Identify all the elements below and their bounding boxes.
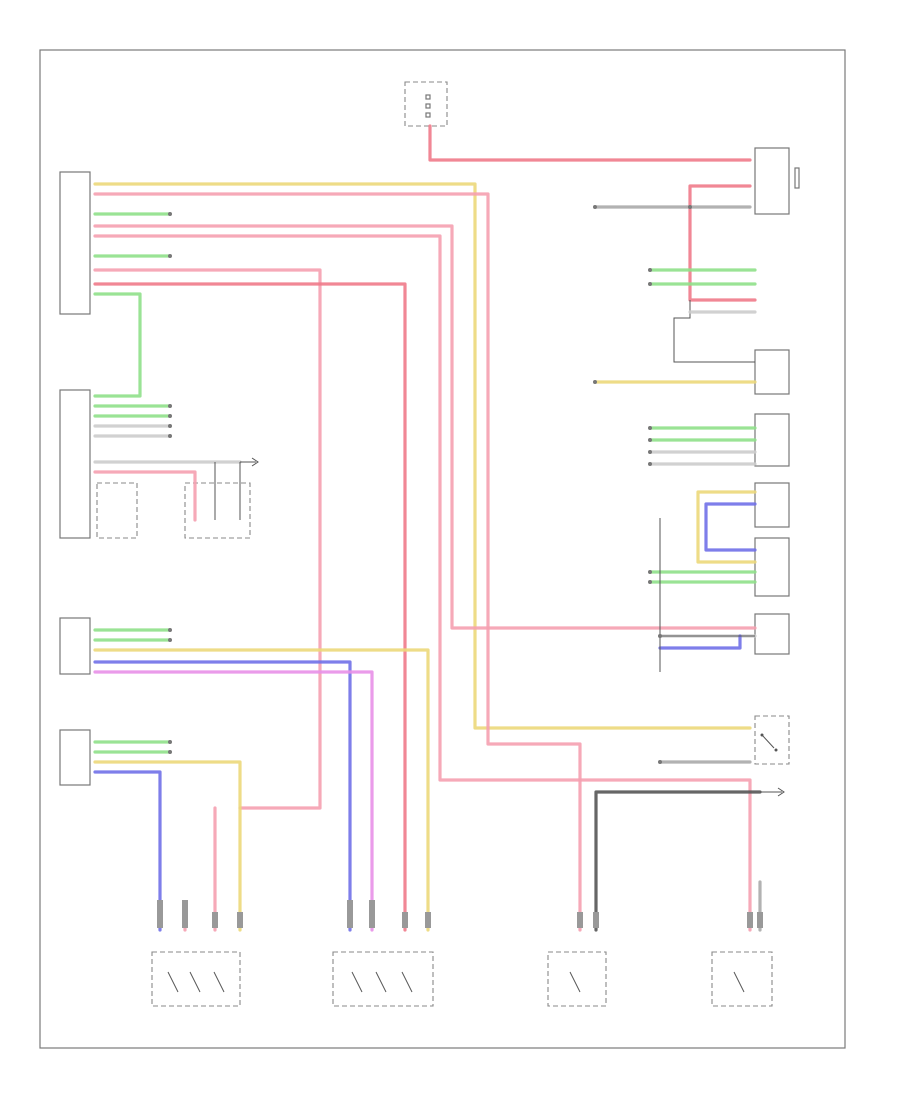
arrow-right-feed bbox=[240, 457, 259, 467]
wire-red-e bbox=[93, 282, 407, 932]
mid-relay-top bbox=[754, 349, 790, 395]
wire-blue-rd4 bbox=[93, 770, 162, 932]
wire-yellow-rd3 bbox=[93, 760, 242, 932]
door-switch-lf bbox=[151, 951, 241, 1007]
diagram-frame bbox=[39, 49, 846, 1049]
dimmer-module bbox=[59, 617, 91, 675]
arrow-rear-ground bbox=[760, 787, 785, 797]
wire-blue-r14 bbox=[658, 634, 742, 650]
relay-module bbox=[754, 715, 790, 765]
wire-blue-dm4 bbox=[93, 660, 352, 932]
central-subcomponent bbox=[96, 482, 138, 539]
wire-yellow-r9 bbox=[696, 490, 757, 564]
wire-thin-switch-feed bbox=[214, 462, 241, 520]
wire-black-r15 bbox=[659, 518, 755, 672]
wire-blue-r10 bbox=[704, 502, 757, 552]
door-switch-rr bbox=[711, 951, 773, 1007]
wire-pink-dm5 bbox=[93, 670, 374, 932]
wire-pink-c bbox=[93, 234, 752, 932]
fuse-box bbox=[404, 81, 448, 127]
wire-yellow-main bbox=[93, 182, 752, 730]
central-module bbox=[59, 171, 91, 539]
wire-green-c bbox=[93, 292, 142, 398]
wire-thin-grey-mid bbox=[673, 300, 755, 363]
mid-relay-lower bbox=[754, 413, 790, 467]
right-mid-module-b bbox=[754, 537, 790, 597]
right-lower-module bbox=[754, 613, 790, 655]
central-switches bbox=[184, 482, 251, 539]
wire-pink-a bbox=[93, 192, 582, 932]
wire-yellow-dm3 bbox=[93, 648, 430, 932]
right-front-module bbox=[754, 147, 800, 215]
splice-markers bbox=[168, 205, 692, 764]
door-switch-rf bbox=[332, 951, 434, 1007]
wire-red-right-vertical bbox=[688, 184, 757, 302]
wire-pink-d bbox=[93, 268, 322, 810]
wire-red-fuse-feed bbox=[428, 124, 752, 162]
right-front-door-module bbox=[59, 729, 91, 786]
wire-black-ground-bus bbox=[594, 790, 762, 932]
door-connector-stubs bbox=[157, 900, 763, 928]
door-switch-lr bbox=[547, 951, 607, 1007]
right-mid-module-a bbox=[754, 482, 790, 528]
wire-pink-i bbox=[93, 470, 197, 522]
right-tag-labels bbox=[538, 206, 815, 894]
wire-pink-b bbox=[93, 224, 757, 630]
